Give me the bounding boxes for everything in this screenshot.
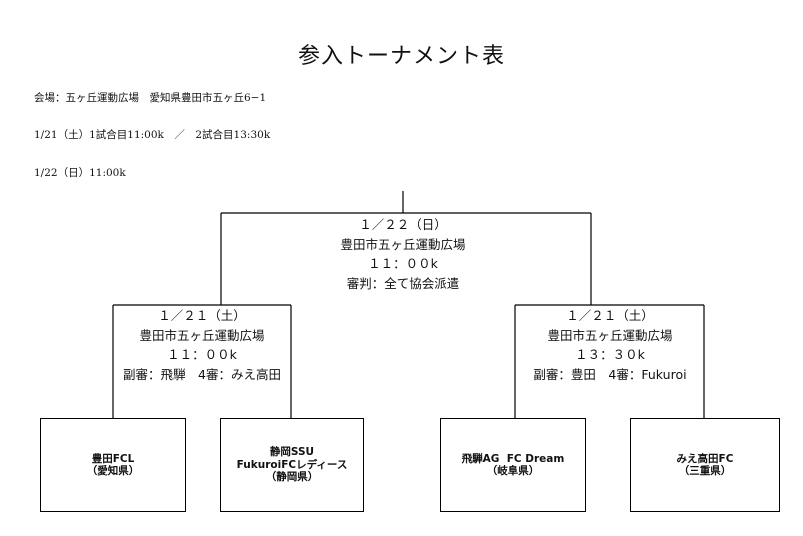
team-name: 豊田FCL — [91, 452, 135, 465]
semi-right-time: １３：３０k — [575, 347, 645, 362]
team-name: 静岡SSU — [269, 446, 315, 459]
semi-left-time: １１：００k — [167, 347, 237, 362]
team-box-shizuoka: 静岡SSU FukuroiFCレディース （静岡県） — [220, 418, 364, 512]
final-match-label: １／２２（日） 豊田市五ヶ丘運動広場 １１：００k 審判：全て協会派遣 — [303, 215, 503, 293]
team-prefecture: （三重県） — [678, 465, 732, 477]
page-title: 参入トーナメント表 — [297, 44, 505, 69]
semi-left-referee: 副審：飛騨 4審：みえ高田 — [123, 366, 281, 382]
semi-left-venue: 豊田市五ヶ丘運動広場 — [139, 327, 265, 343]
semi-right-date: １／２１（土） — [566, 308, 654, 323]
semi-left-match-label: １／２１（土） 豊田市五ヶ丘運動広場 １１：００k 副審：飛騨 4審：みえ高田 — [112, 306, 292, 384]
team-name-line2: FukuroiFCレディース — [236, 458, 348, 471]
semi-right-venue: 豊田市五ヶ丘運動広場 — [547, 327, 673, 343]
team-name: 飛騨AG FC Dream — [461, 452, 565, 465]
final-date: １／２２（日） — [359, 217, 447, 232]
day2-schedule: 1/22（日）11:00k — [34, 167, 126, 179]
final-referee: 審判：全て協会派遣 — [346, 275, 460, 291]
team-box-mie: みえ高田FC （三重県） — [630, 418, 780, 512]
team-prefecture: （岐阜県） — [486, 465, 540, 477]
team-prefecture: （愛知県） — [86, 465, 140, 477]
day1-schedule: 1/21（土）1試合目11:00k ／ 2試合目13:30k — [34, 129, 271, 141]
final-venue: 豊田市五ヶ丘運動広場 — [340, 236, 466, 252]
semi-right-match-label: １／２１（土） 豊田市五ヶ丘運動広場 １３：３０k 副審：豊田 4審：Fukur… — [515, 306, 705, 384]
team-box-toyota: 豊田FCL （愛知県） — [40, 418, 186, 512]
final-time: １１：００k — [368, 256, 438, 271]
semi-left-date: １／２１（土） — [158, 308, 246, 323]
team-name: みえ高田FC — [676, 452, 734, 465]
semi-right-referee: 副審：豊田 4審：Fukuroi — [533, 366, 687, 382]
team-prefecture: （静岡県） — [265, 471, 319, 484]
venue-info: 会場：五ヶ丘運動広場 愛知県豊田市五ヶ丘6−1 — [34, 92, 267, 104]
team-box-hida: 飛騨AG FC Dream （岐阜県） — [440, 418, 586, 512]
